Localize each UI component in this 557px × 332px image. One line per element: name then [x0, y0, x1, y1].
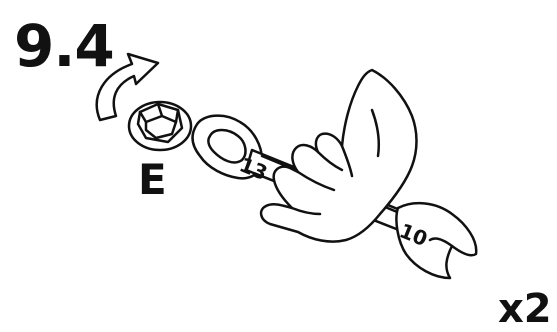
step-number: 9.4 — [14, 12, 114, 80]
part-label: E — [138, 155, 167, 204]
hand-icon — [259, 68, 418, 243]
hex-flange-nut-icon — [127, 100, 193, 152]
clockwise-arrow-icon — [95, 52, 160, 122]
quantity-label: x2 — [498, 286, 552, 332]
